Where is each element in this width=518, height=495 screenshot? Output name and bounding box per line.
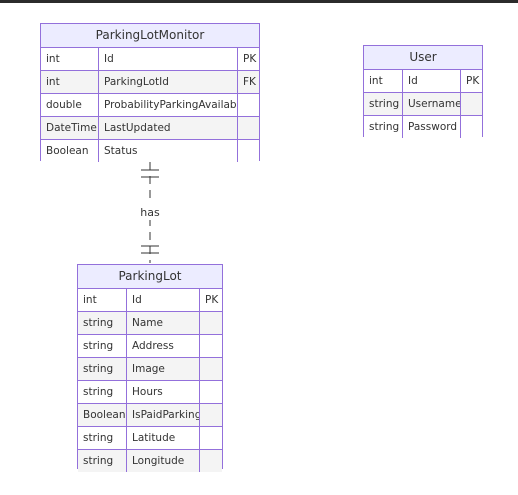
relationship-label-background (139, 203, 161, 220)
attribute-type: DateTime (46, 122, 97, 134)
attribute-name: LastUpdated (98, 117, 237, 139)
entity-title: User (364, 46, 482, 70)
attribute-key (199, 404, 222, 426)
attribute-name: ProbabilityParkingAvailable (98, 94, 237, 116)
attribute-key: PK (199, 289, 222, 311)
attribute-type: string (83, 363, 114, 375)
attribute-type: string (369, 121, 400, 133)
attribute-type: string (83, 432, 114, 444)
attribute-row: string Address (78, 335, 222, 358)
attribute-key (199, 358, 222, 380)
attribute-name: Id (126, 289, 199, 311)
attribute-name: Latitude (126, 427, 199, 449)
attribute-key (237, 140, 259, 162)
attribute-name: ParkingLotId (98, 71, 237, 93)
attribute-row: double ProbabilityParkingAvailable (41, 94, 259, 117)
attribute-type: string (83, 317, 114, 329)
attribute-row: string Password (364, 116, 482, 138)
attribute-name: Name (126, 312, 199, 334)
attribute-key: FK (237, 71, 259, 93)
attribute-type: double (46, 99, 82, 111)
attribute-row: Boolean IsPaidParking (78, 404, 222, 427)
attribute-type: string (83, 386, 114, 398)
attribute-name: Longitude (126, 450, 199, 472)
attribute-key: PK (460, 70, 482, 92)
attribute-name: Password (402, 116, 460, 138)
attribute-key (237, 94, 259, 116)
attribute-row: string Name (78, 312, 222, 335)
attribute-type: string (83, 455, 114, 467)
attribute-type: int (46, 53, 60, 65)
relationship-label: has (140, 206, 160, 219)
attribute-name: Username (402, 93, 460, 115)
entity-parkinglot[interactable]: ParkingLot int Id PK string Name string … (77, 264, 223, 472)
attribute-type: Boolean (46, 145, 89, 157)
attribute-row: string Image (78, 358, 222, 381)
attribute-row: int Id PK (78, 289, 222, 312)
attribute-type: int (83, 294, 97, 306)
attribute-name: Hours (126, 381, 199, 403)
attribute-row: string Username (364, 93, 482, 116)
attribute-key (460, 93, 482, 115)
attribute-name: IsPaidParking (126, 404, 199, 426)
attribute-type: string (83, 340, 114, 352)
entity-parkinglotmonitor[interactable]: ParkingLotMonitor int Id PK int ParkingL… (40, 23, 260, 162)
attribute-row: string Latitude (78, 427, 222, 450)
attribute-name: Address (126, 335, 199, 357)
attribute-name: Id (402, 70, 460, 92)
attribute-row: int ParkingLotId FK (41, 71, 259, 94)
attribute-type: string (369, 98, 400, 110)
attribute-name: Status (98, 140, 237, 162)
attribute-name: Id (98, 48, 237, 70)
attribute-type: int (46, 76, 60, 88)
attribute-key (199, 427, 222, 449)
entity-title: ParkingLot (78, 265, 222, 289)
attribute-key (199, 450, 222, 472)
entity-title: ParkingLotMonitor (41, 24, 259, 48)
attribute-row: DateTime LastUpdated (41, 117, 259, 140)
attribute-type: int (369, 75, 383, 87)
attribute-key (199, 381, 222, 403)
attribute-key (199, 335, 222, 357)
attribute-type: Boolean (83, 409, 126, 421)
attribute-row: string Longitude (78, 450, 222, 472)
attribute-row: int Id PK (364, 70, 482, 93)
attribute-key (237, 117, 259, 139)
attribute-key (199, 312, 222, 334)
attribute-key (460, 116, 482, 138)
attribute-row: int Id PK (41, 48, 259, 71)
attribute-name: Image (126, 358, 199, 380)
attribute-row: Boolean Status (41, 140, 259, 162)
attribute-row: string Hours (78, 381, 222, 404)
entity-user[interactable]: User int Id PK string Username string Pa… (363, 45, 483, 138)
window-top-bar (0, 0, 518, 3)
attribute-key: PK (237, 48, 259, 70)
